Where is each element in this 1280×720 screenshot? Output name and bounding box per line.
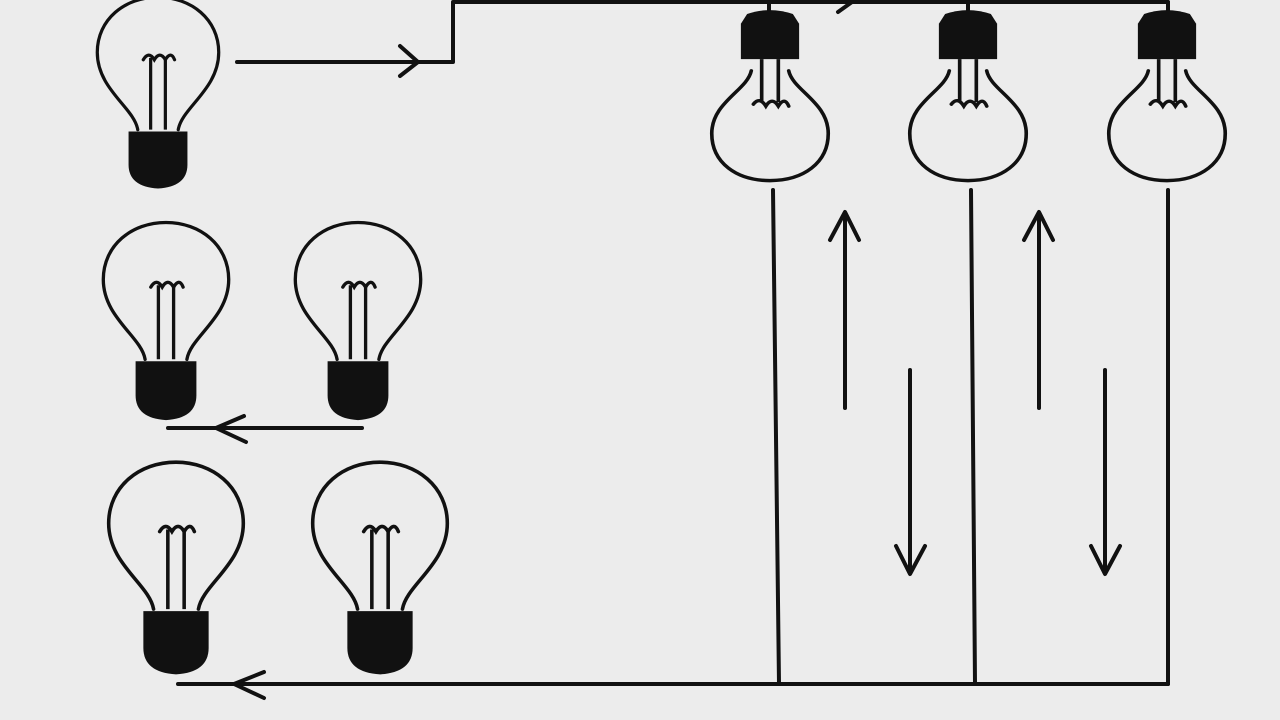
arrow-up-2 bbox=[1022, 210, 1055, 410]
arrow-left-middle bbox=[214, 414, 248, 444]
wires bbox=[166, 0, 1170, 686]
arrows bbox=[214, 44, 1122, 700]
wire-vertical-2 bbox=[969, 188, 977, 686]
arrow-down-2 bbox=[1089, 368, 1122, 576]
wire-top-feed bbox=[235, 0, 1170, 64]
wire-tick bbox=[836, 0, 854, 14]
arrow-up-1 bbox=[828, 210, 861, 410]
arrow-down-1 bbox=[894, 368, 927, 576]
arrow-right-top bbox=[398, 44, 420, 78]
wire-vertical-1 bbox=[771, 188, 781, 686]
arrow-left-bottom bbox=[232, 670, 266, 700]
